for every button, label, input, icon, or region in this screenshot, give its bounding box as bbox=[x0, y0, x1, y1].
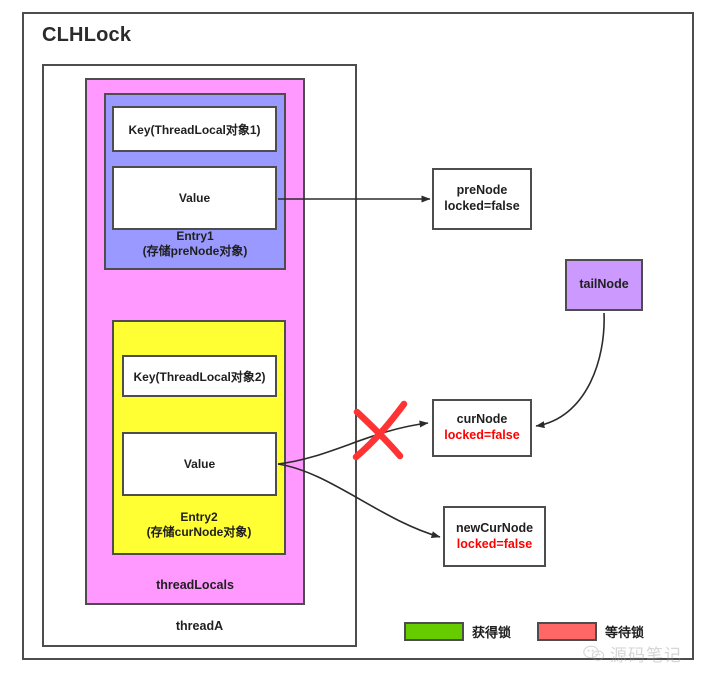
entry2-caption-line2: (存储curNode对象) bbox=[146, 525, 252, 540]
entry1-value-slot: Value bbox=[112, 166, 277, 230]
entry1-caption-line1: Entry1 bbox=[176, 228, 214, 243]
legend-swatch-waiting bbox=[537, 622, 598, 641]
entry1-key-slot: Key(ThreadLocal对象1) bbox=[112, 106, 277, 152]
legend: 获得锁 等待锁 bbox=[404, 622, 644, 641]
cur-node-line1: curNode bbox=[456, 412, 508, 427]
new-cur-node-line1: newCurNode bbox=[455, 520, 534, 535]
entry2-value-slot: Value bbox=[122, 432, 277, 496]
legend-item-acquired: 获得锁 bbox=[404, 622, 511, 641]
entry1-caption: Entry1 (存储preNode对象) bbox=[106, 229, 284, 260]
watermark-text: 源码笔记 bbox=[610, 646, 682, 665]
new-cur-node-line2: locked=false bbox=[456, 536, 533, 551]
entry2-caption: Entry2 (存储curNode对象) bbox=[114, 510, 284, 541]
new-cur-node-box: newCurNode locked=false bbox=[443, 506, 546, 567]
thread-locals-label: threadLocals bbox=[156, 578, 234, 593]
entry1-caption-line2: (存储preNode对象) bbox=[142, 244, 248, 259]
entry2-key-slot: Key(ThreadLocal对象2) bbox=[122, 355, 277, 397]
cur-node-box: curNode locked=false bbox=[432, 399, 532, 457]
tail-node-label: tailNode bbox=[579, 277, 629, 292]
pre-node-line2: locked=false bbox=[444, 199, 520, 213]
legend-label-waiting: 等待锁 bbox=[605, 625, 645, 640]
thread-a-label: threadA bbox=[175, 619, 224, 634]
tail-node-box: tailNode bbox=[565, 259, 643, 311]
legend-item-waiting: 等待锁 bbox=[537, 622, 644, 641]
legend-label-acquired: 获得锁 bbox=[472, 625, 512, 640]
entry2-caption-line1: Entry2 bbox=[180, 509, 218, 524]
cur-node-line2: locked=false bbox=[444, 428, 520, 442]
pre-node-line1: preNode bbox=[456, 183, 508, 198]
pre-node-box: preNode locked=false bbox=[432, 168, 532, 230]
watermark: 源码笔记 bbox=[583, 641, 682, 666]
page-title: CLHLock bbox=[42, 24, 132, 46]
legend-swatch-acquired bbox=[404, 622, 464, 641]
wechat-icon bbox=[583, 645, 605, 661]
